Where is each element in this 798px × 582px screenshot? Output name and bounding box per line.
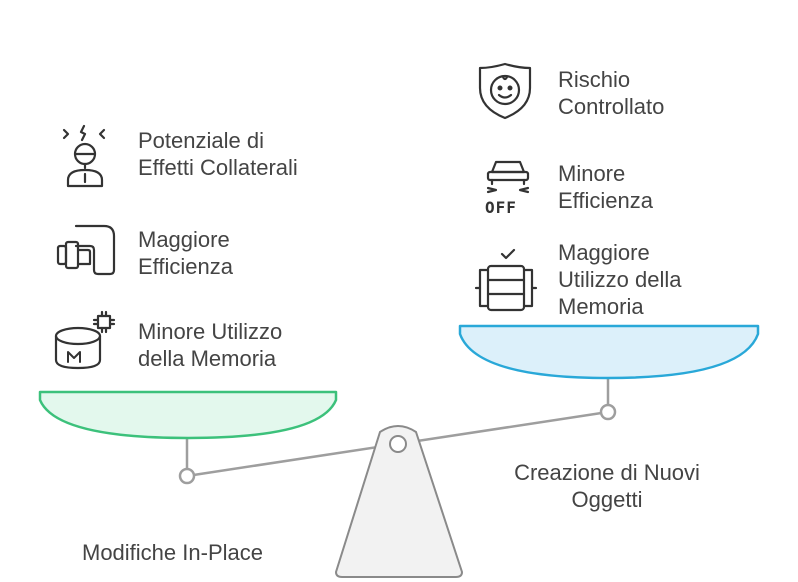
off-badge: OFF bbox=[485, 198, 517, 217]
car-off-icon: OFF bbox=[482, 156, 534, 220]
right-item-2-label: Minore Efficienza bbox=[558, 161, 653, 213]
alarm-person-icon bbox=[62, 124, 106, 188]
right-item-3-label: Maggiore Utilizzo della Memoria bbox=[558, 240, 682, 319]
right-pivot-joint bbox=[599, 403, 617, 421]
fulcrum-pivot bbox=[389, 435, 407, 453]
left-pan bbox=[38, 390, 338, 440]
server-check-icon bbox=[474, 248, 538, 312]
right-item-1-label: Rischio Controllato bbox=[558, 67, 665, 119]
left-item-1-label: Potenziale di Effetti Collaterali bbox=[138, 128, 298, 180]
scale-fulcrum bbox=[334, 425, 464, 578]
right-pan bbox=[458, 324, 760, 380]
left-item-2-label: Maggiore Efficienza bbox=[138, 227, 233, 279]
memory-chip-icon bbox=[54, 310, 116, 370]
left-item-3-label: Minore Utilizzo della Memoria bbox=[138, 319, 283, 371]
left-pivot-joint bbox=[178, 467, 196, 485]
shield-face-icon bbox=[478, 62, 532, 120]
left-side-label: Modifiche In-Place bbox=[82, 540, 263, 565]
right-side-label: Creazione di Nuovi Oggetti bbox=[514, 460, 700, 512]
pipe-icon bbox=[56, 224, 116, 276]
